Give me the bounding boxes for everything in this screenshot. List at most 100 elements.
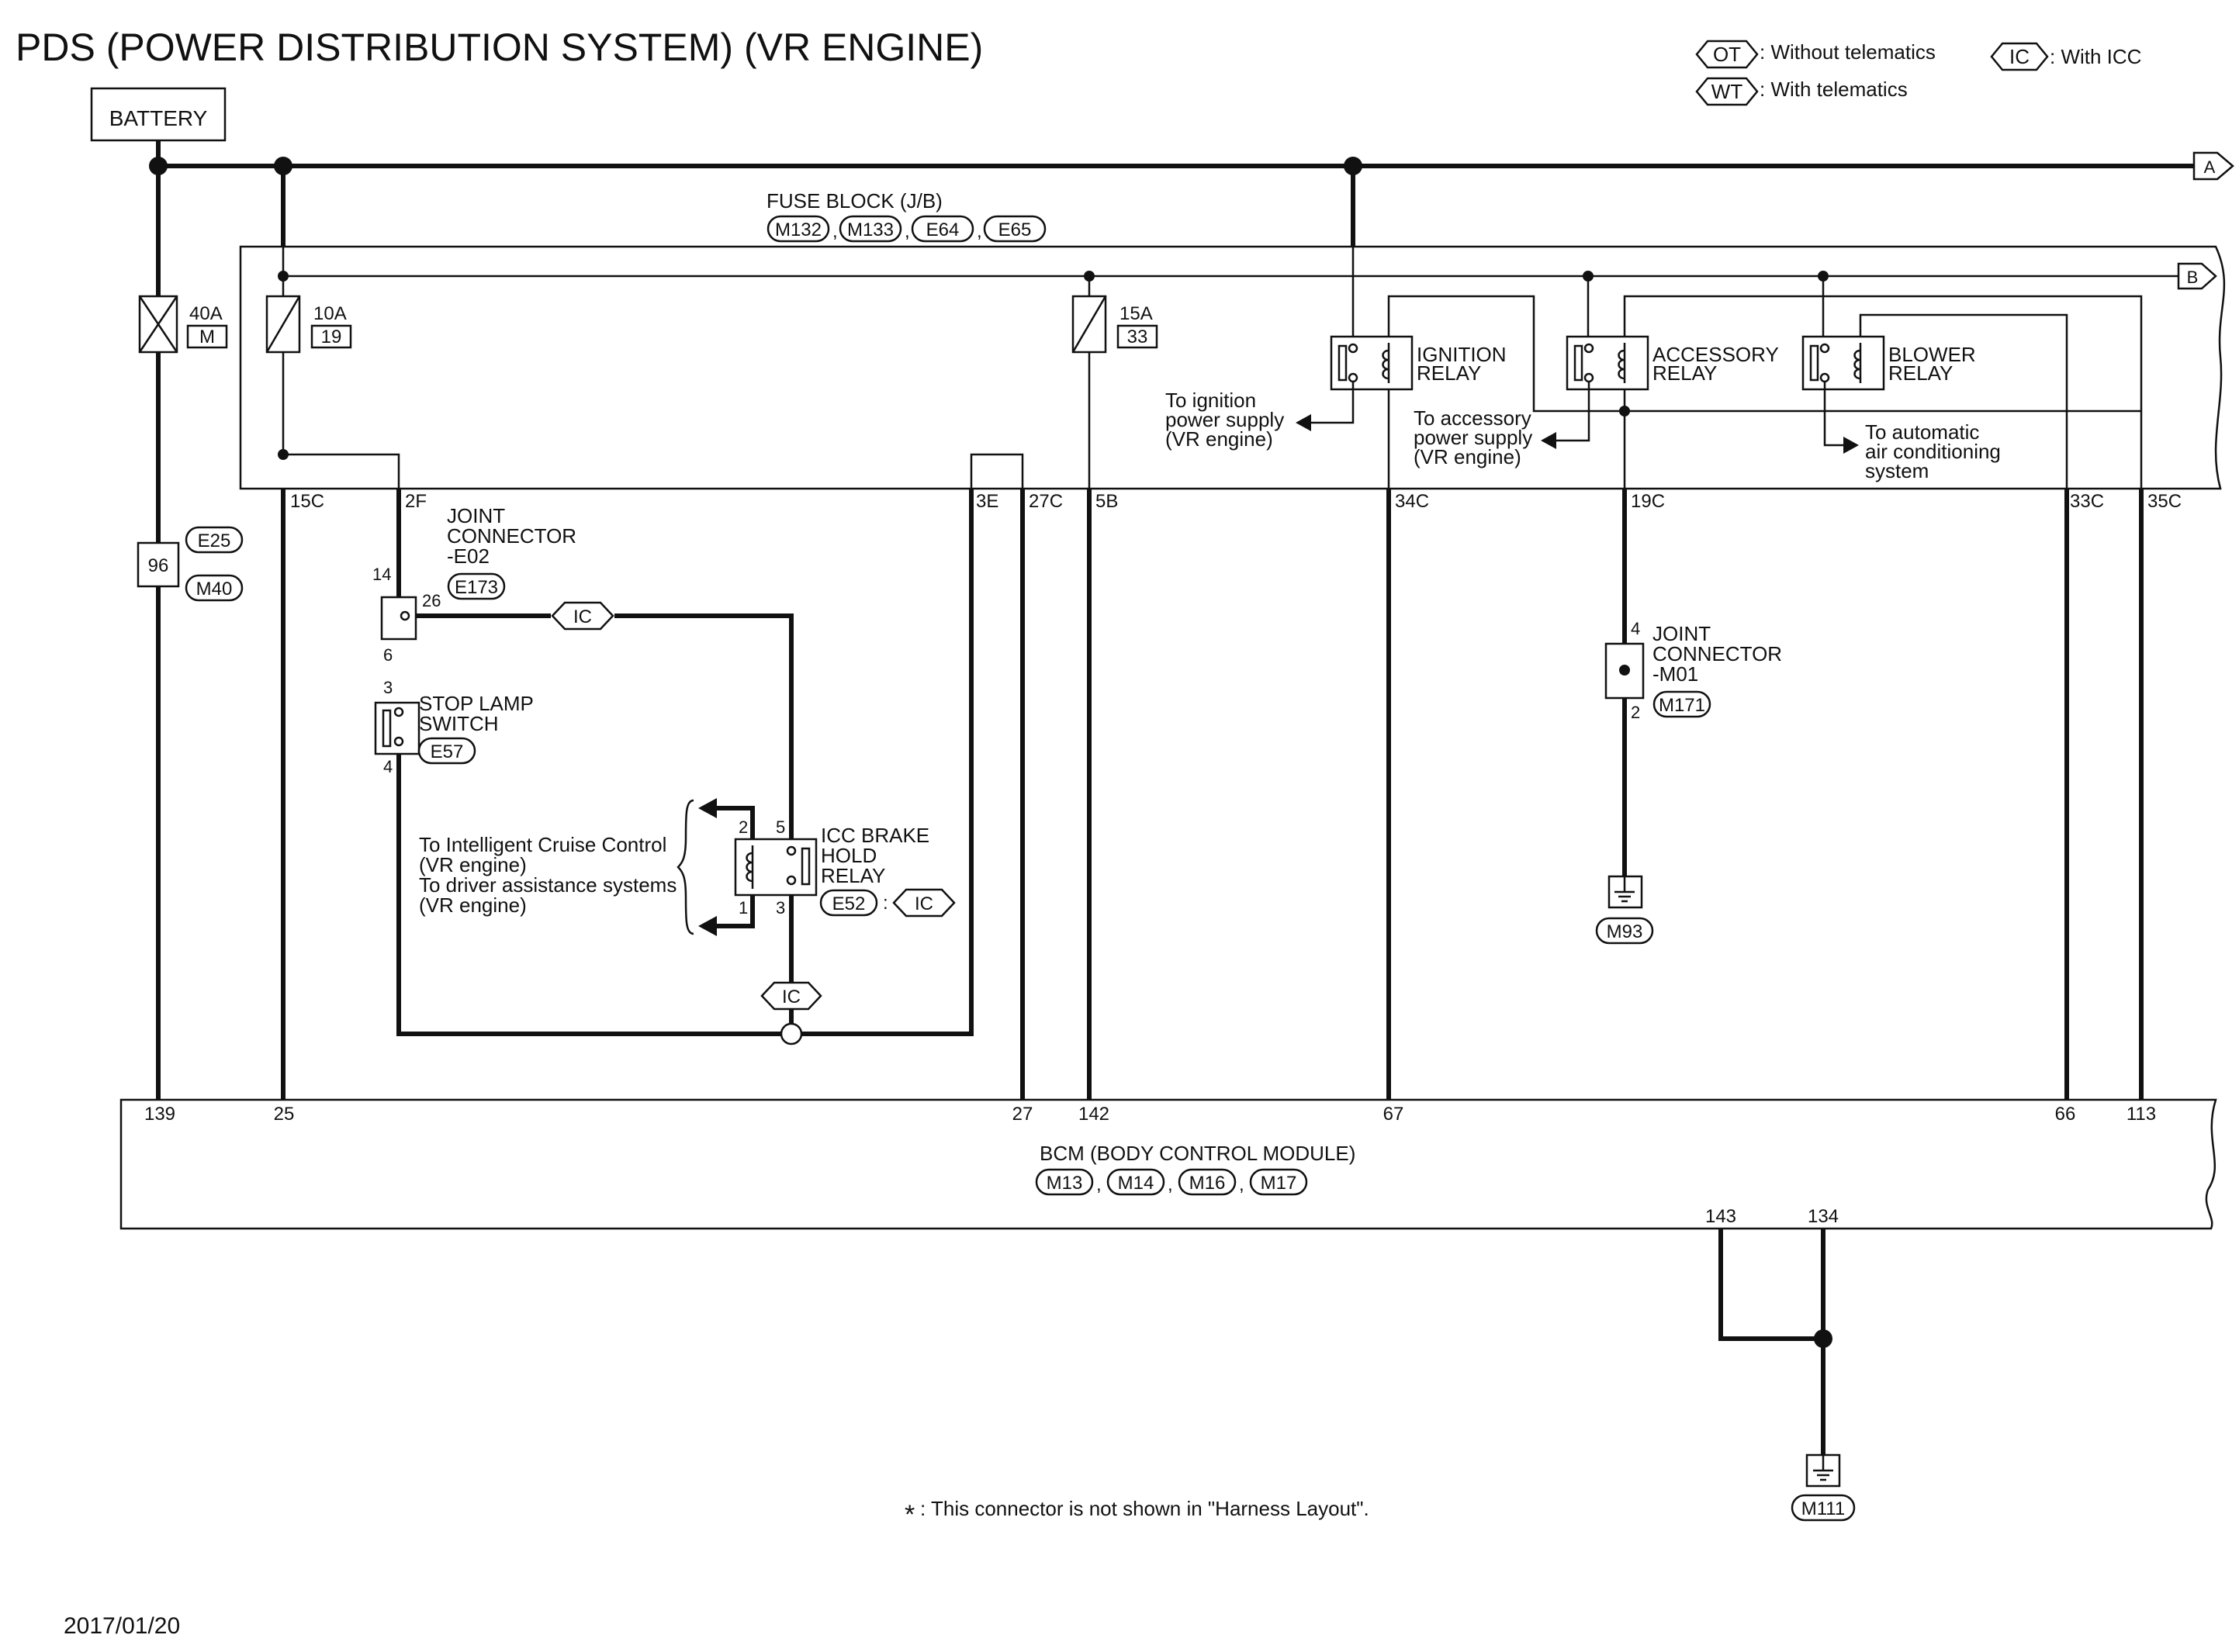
- note-aut-2: air conditioning: [1865, 440, 2001, 463]
- stop-lamp-p4: 4: [383, 757, 393, 776]
- joint-e02-p14: 14: [372, 565, 391, 584]
- fuse-15a-id: 33: [1127, 327, 1148, 347]
- ground-m93-box: [1595, 917, 1654, 945]
- ic-tag-1: IC: [573, 607, 592, 627]
- legend-wt-code: WT: [1711, 80, 1743, 103]
- joint-connector-m01: JOINT CONNECTOR -M01 M171 4 2: [1604, 619, 1782, 722]
- note-acc-1: To accessory: [1414, 406, 1531, 430]
- joint-e02-l1: JOINT: [447, 504, 505, 527]
- inline-connector: [137, 541, 180, 588]
- ic-tag-2-shape: [760, 981, 822, 1011]
- legend-ot-text: : Without telematics: [1760, 40, 1936, 64]
- icc-relay-l3: RELAY: [821, 864, 885, 887]
- sep: ,: [1096, 1174, 1102, 1195]
- stop-lamp-l2: SWITCH: [419, 712, 499, 735]
- term-5b: 5B: [1095, 491, 1118, 512]
- accessory-relay-l2: RELAY: [1652, 361, 1717, 385]
- icc-relay-conn: E52: [832, 893, 866, 914]
- term-15c: 15C: [290, 491, 324, 512]
- bcm-conn-4: M17: [1261, 1173, 1297, 1194]
- joint-m01-conn: M171: [1659, 695, 1705, 716]
- note-ign-3: (VR engine): [1165, 427, 1273, 451]
- fuse-10a-slash: [265, 295, 301, 353]
- icc-brace: [677, 799, 694, 935]
- splice-15c: [278, 449, 289, 460]
- ground-m93-label: M93: [1607, 921, 1643, 942]
- term-35c: 35C: [2147, 491, 2182, 512]
- note-icc-2: (VR engine): [419, 853, 527, 876]
- bcm-conn-1: M13: [1047, 1173, 1083, 1194]
- footnote-text: : This connector is not shown in "Harnes…: [920, 1497, 1369, 1520]
- ground-m93-symbol: [1607, 875, 1643, 909]
- ignition-relay-l2: RELAY: [1417, 361, 1481, 385]
- arrow-a-label: A: [2204, 157, 2216, 177]
- arrow-acc-out: [1541, 432, 1556, 449]
- fuse-10a-id: 19: [321, 327, 342, 347]
- legend-ic-code: IC: [2009, 45, 2030, 68]
- term-3e: 3E: [976, 491, 998, 512]
- stop-lamp-switch: STOP LAMP SWITCH E57 3 4: [374, 678, 534, 776]
- bcm-pin-67: 67: [1383, 1104, 1404, 1125]
- arrow-b-shape: [2177, 262, 2217, 290]
- icc-brake-hold-relay: ICC BRAKE HOLD RELAY E52 : IC 2 5 1 3: [734, 817, 956, 918]
- fuse-40a-id: M: [199, 327, 215, 347]
- bcm-pin-113: 113: [2127, 1104, 2156, 1125]
- battery-box: [90, 87, 227, 142]
- bcm-pin-66: 66: [2055, 1104, 2076, 1125]
- note-ign-1: To ignition: [1165, 389, 1256, 412]
- wire-blw-out: [1823, 382, 1843, 447]
- arrow-icc-top: [698, 798, 717, 818]
- stop-lamp-p3: 3: [383, 678, 393, 697]
- joint-e02-conn: E173: [455, 577, 498, 598]
- accessory-relay-l1: ACCESSORY: [1652, 343, 1779, 366]
- fuse-40a-amp: 40A: [189, 303, 223, 324]
- term-2f: 2F: [405, 491, 427, 512]
- joint-m01-p2: 2: [1631, 703, 1640, 722]
- legend-ic-text: : With ICC: [2050, 45, 2141, 68]
- bcm-pin-25: 25: [274, 1104, 295, 1125]
- wire-blw-coil: [1859, 313, 2068, 489]
- blower-relay: BLOWER RELAY: [1801, 335, 1976, 391]
- bcm-pin-143: 143: [1705, 1206, 1736, 1227]
- ground-m111-box: [1791, 1494, 1856, 1522]
- icc-relay-ic-tag: IC: [915, 893, 933, 914]
- joint-e02-l3: -E02: [447, 544, 490, 568]
- diagram-title: PDS (POWER DISTRIBUTION SYSTEM) (VR ENGI…: [16, 26, 983, 69]
- fuse-10a-amp: 10A: [313, 303, 347, 324]
- arrow-ign-out: [1296, 414, 1311, 431]
- joint-m01-l3: -M01: [1652, 662, 1698, 686]
- note-icc-4: (VR engine): [419, 893, 527, 917]
- term-27c: 27C: [1029, 491, 1063, 512]
- ignition-relay: IGNITION RELAY: [1330, 335, 1507, 391]
- sep: ,: [977, 221, 982, 242]
- note-ign-2: power supply: [1165, 408, 1284, 431]
- note-acc-2: power supply: [1414, 426, 1532, 449]
- inline-c2-box: [185, 574, 244, 602]
- term-19c: 19C: [1631, 491, 1665, 512]
- wire-icc-out-top: [717, 806, 755, 839]
- fuse-block-conn-2: M133: [847, 219, 894, 240]
- bcm-title: BCM (BODY CONTROL MODULE): [1040, 1142, 1355, 1165]
- bcm-conn-3: M16: [1189, 1173, 1226, 1194]
- wire-3e-27c: [970, 453, 1024, 489]
- arrow-icc-bottom: [698, 916, 717, 936]
- wire-ign-coil: [1387, 295, 2141, 413]
- fuse-block-conn-4: E65: [998, 219, 1032, 240]
- legend-wt-text: : With telematics: [1760, 78, 1908, 101]
- ignition-relay-l1: IGNITION: [1417, 343, 1507, 366]
- wire-bcm-ground: [1718, 1229, 1825, 1455]
- bcm-pin-27: 27: [1012, 1104, 1033, 1125]
- sep: ,: [832, 221, 838, 242]
- splice-19c: [1619, 406, 1630, 416]
- note-aut-1: To automatic: [1865, 420, 1979, 444]
- accessory-relay: ACCESSORY RELAY: [1566, 335, 1779, 391]
- fuse-block-title: FUSE BLOCK (J/B): [767, 189, 943, 213]
- joint-e02-p6: 6: [383, 645, 393, 665]
- icc-relay-p2: 2: [739, 817, 748, 837]
- bcm-pin-142: 142: [1078, 1104, 1109, 1125]
- legend-ot-code: OT: [1713, 43, 1741, 66]
- ic-tag-1-shape: [551, 601, 614, 631]
- wire-2f-loop: [396, 489, 974, 1036]
- icc-relay-p3: 3: [776, 898, 785, 918]
